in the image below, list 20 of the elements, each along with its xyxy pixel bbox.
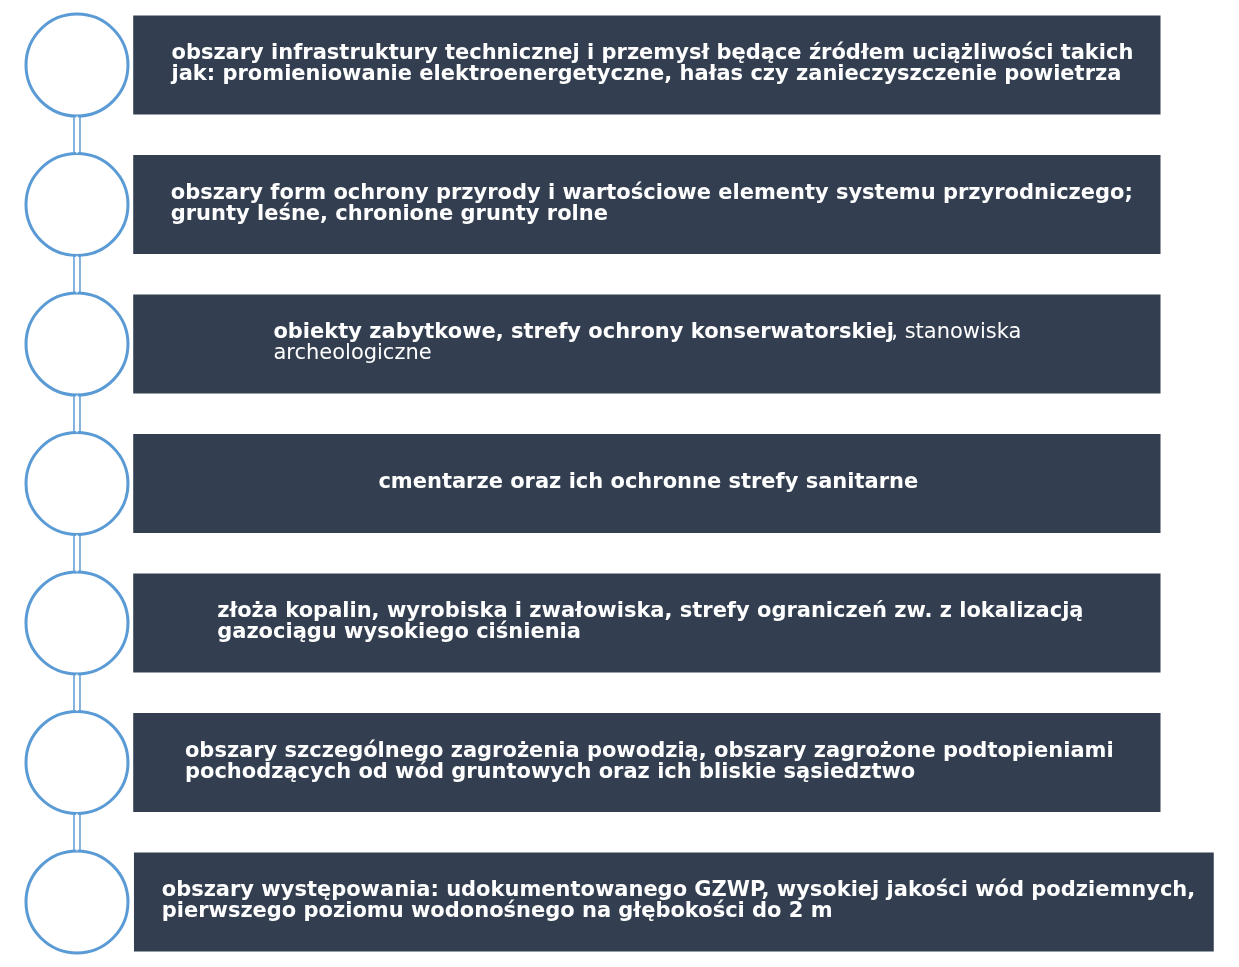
connector bbox=[73, 115, 81, 154]
connector bbox=[73, 254, 81, 294]
node-circle bbox=[24, 709, 130, 815]
node-circle bbox=[24, 152, 130, 258]
connector bbox=[73, 812, 81, 852]
node-circle bbox=[24, 431, 130, 536]
node-box: złoża kopalin, wyrobiska i zwałowiska, strefy ograniczeń zw. z lokalizacją gazociągu wysokiego ciśnienia bbox=[133, 573, 1161, 673]
connector bbox=[73, 394, 81, 433]
node-circle bbox=[24, 570, 130, 676]
node-box: obszary występowania: udokumentowanego GZWP, wysokiej jakości wód podziemnych, pierwszego poziomu wodonośnego na głębokości do 2 m bbox=[134, 852, 1214, 952]
connector bbox=[73, 533, 81, 573]
node-box: cmentarze oraz ich ochronne strefy sanitarne bbox=[133, 434, 1161, 533]
node-box: obiekty zabytkowe, strefy ochrony konserwatorskiej, stanowiska archeologiczne bbox=[133, 294, 1161, 394]
node-box: obszary form ochrony przyrody i wartościowe elementy systemu przyrodniczego; grunty leśne, chronione grunty rolne bbox=[133, 155, 1161, 255]
node-box: obszary szczególnego zagrożenia powodzią, obszary zagrożone podtopieniami pochodzących od wód gruntowych oraz ich bliskie sąsiedztwo bbox=[133, 712, 1161, 812]
node-box: obszary infrastruktury technicznej i przemysł będące źródłem uciążliwości takich jak: promieniowanie elektroenergetyczne, hałas czy zanieczyszczenie powietrza bbox=[133, 15, 1161, 115]
node-circle bbox=[24, 291, 130, 397]
node-circle bbox=[24, 12, 130, 118]
node-circle bbox=[24, 849, 130, 955]
connector bbox=[73, 673, 81, 712]
